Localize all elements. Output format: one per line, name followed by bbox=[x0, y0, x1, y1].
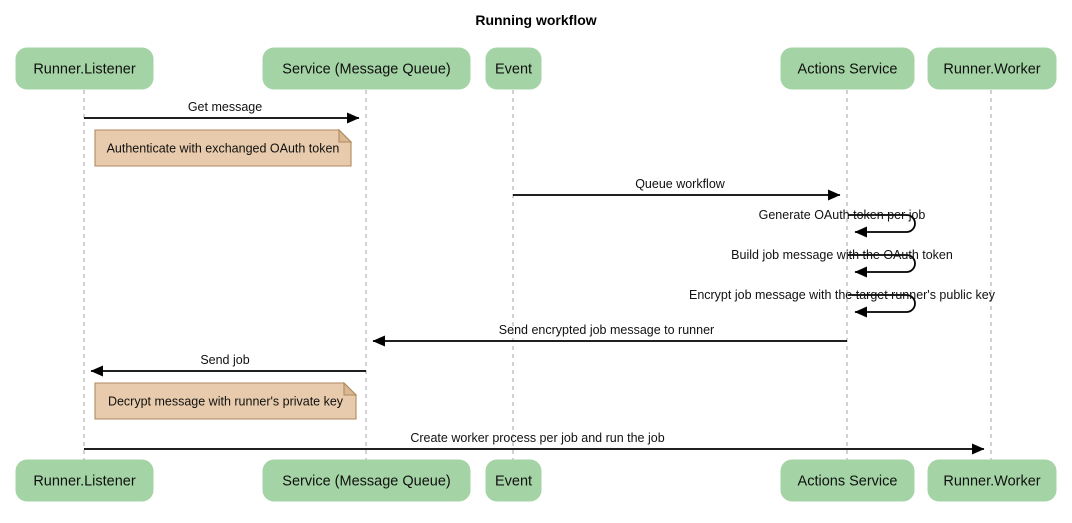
note-body bbox=[94, 382, 357, 420]
participant-box bbox=[485, 459, 542, 502]
participant-runner-worker-bottom[interactable]: Runner.Worker bbox=[927, 459, 1057, 502]
participant-runner-listener-bottom[interactable]: Runner.Listener bbox=[15, 459, 154, 502]
note-body bbox=[94, 129, 352, 167]
participant-service-queue-bottom[interactable]: Service (Message Queue) bbox=[262, 459, 471, 502]
participant-label: Event bbox=[495, 61, 532, 77]
page-title: Running workflow bbox=[475, 12, 596, 28]
participant-label: Runner.Listener bbox=[33, 61, 136, 77]
note-fold-corner-icon bbox=[343, 381, 358, 396]
participant-box bbox=[927, 47, 1057, 90]
message-send-job[interactable]: Send job bbox=[90, 353, 366, 377]
notes-layer: Authenticate with exchanged OAuth tokenD… bbox=[94, 128, 358, 420]
message-label: Encrypt job message with the target runn… bbox=[689, 288, 996, 302]
self-loop-path bbox=[848, 214, 916, 238]
note-authenticate-note[interactable]: Authenticate with exchanged OAuth token bbox=[94, 128, 353, 167]
participant-actions-service-bottom[interactable]: Actions Service bbox=[780, 459, 915, 502]
participant-event-bottom[interactable]: Event bbox=[485, 459, 542, 502]
participant-box bbox=[262, 459, 471, 502]
self-loop-path bbox=[848, 294, 916, 318]
participant-box bbox=[262, 47, 471, 90]
participant-label: Event bbox=[495, 473, 532, 489]
participant-service-queue-top[interactable]: Service (Message Queue) bbox=[262, 47, 471, 90]
message-queue-workflow[interactable]: Queue workflow bbox=[513, 177, 841, 201]
lifelines-layer bbox=[83, 90, 992, 460]
message-label: Queue workflow bbox=[635, 177, 726, 191]
participant-label: Runner.Worker bbox=[943, 61, 1040, 77]
participant-label: Actions Service bbox=[798, 61, 898, 77]
participant-label: Actions Service bbox=[798, 473, 898, 489]
participant-box bbox=[927, 459, 1057, 502]
note-label: Decrypt message with runner's private ke… bbox=[108, 394, 344, 408]
message-label: Get message bbox=[188, 100, 262, 114]
note-decrypt-note[interactable]: Decrypt message with runner's private ke… bbox=[94, 381, 358, 420]
participant-box bbox=[485, 47, 542, 90]
message-label: Generate OAuth token per job bbox=[759, 208, 926, 222]
note-fold-corner-icon bbox=[338, 128, 353, 143]
message-label: Send job bbox=[200, 353, 249, 367]
message-build-job-message[interactable]: Build job message with the OAuth token bbox=[731, 248, 953, 278]
message-label: Create worker process per job and run th… bbox=[410, 431, 664, 445]
participant-runner-worker-top[interactable]: Runner.Worker bbox=[927, 47, 1057, 90]
participant-box bbox=[15, 459, 154, 502]
message-get-message[interactable]: Get message bbox=[84, 100, 360, 124]
message-generate-oauth-token[interactable]: Generate OAuth token per job bbox=[759, 208, 926, 238]
participant-label: Runner.Listener bbox=[33, 473, 136, 489]
participant-label: Runner.Worker bbox=[943, 473, 1040, 489]
message-send-encrypted-job-message[interactable]: Send encrypted job message to runner bbox=[372, 323, 847, 347]
participant-actions-service-top[interactable]: Actions Service bbox=[780, 47, 915, 90]
participant-box bbox=[780, 459, 915, 502]
message-encrypt-job-message[interactable]: Encrypt job message with the target runn… bbox=[689, 288, 996, 318]
note-label: Authenticate with exchanged OAuth token bbox=[107, 141, 340, 155]
message-label: Build job message with the OAuth token bbox=[731, 248, 953, 262]
participant-event-top[interactable]: Event bbox=[485, 47, 542, 90]
self-loop-path bbox=[848, 254, 916, 278]
participant-label: Service (Message Queue) bbox=[282, 61, 450, 77]
participant-box bbox=[15, 47, 154, 90]
message-label: Send encrypted job message to runner bbox=[499, 323, 714, 337]
participant-label: Service (Message Queue) bbox=[282, 473, 450, 489]
message-create-worker-process[interactable]: Create worker process per job and run th… bbox=[84, 431, 985, 455]
participant-box bbox=[780, 47, 915, 90]
participant-runner-listener-top[interactable]: Runner.Listener bbox=[15, 47, 154, 90]
